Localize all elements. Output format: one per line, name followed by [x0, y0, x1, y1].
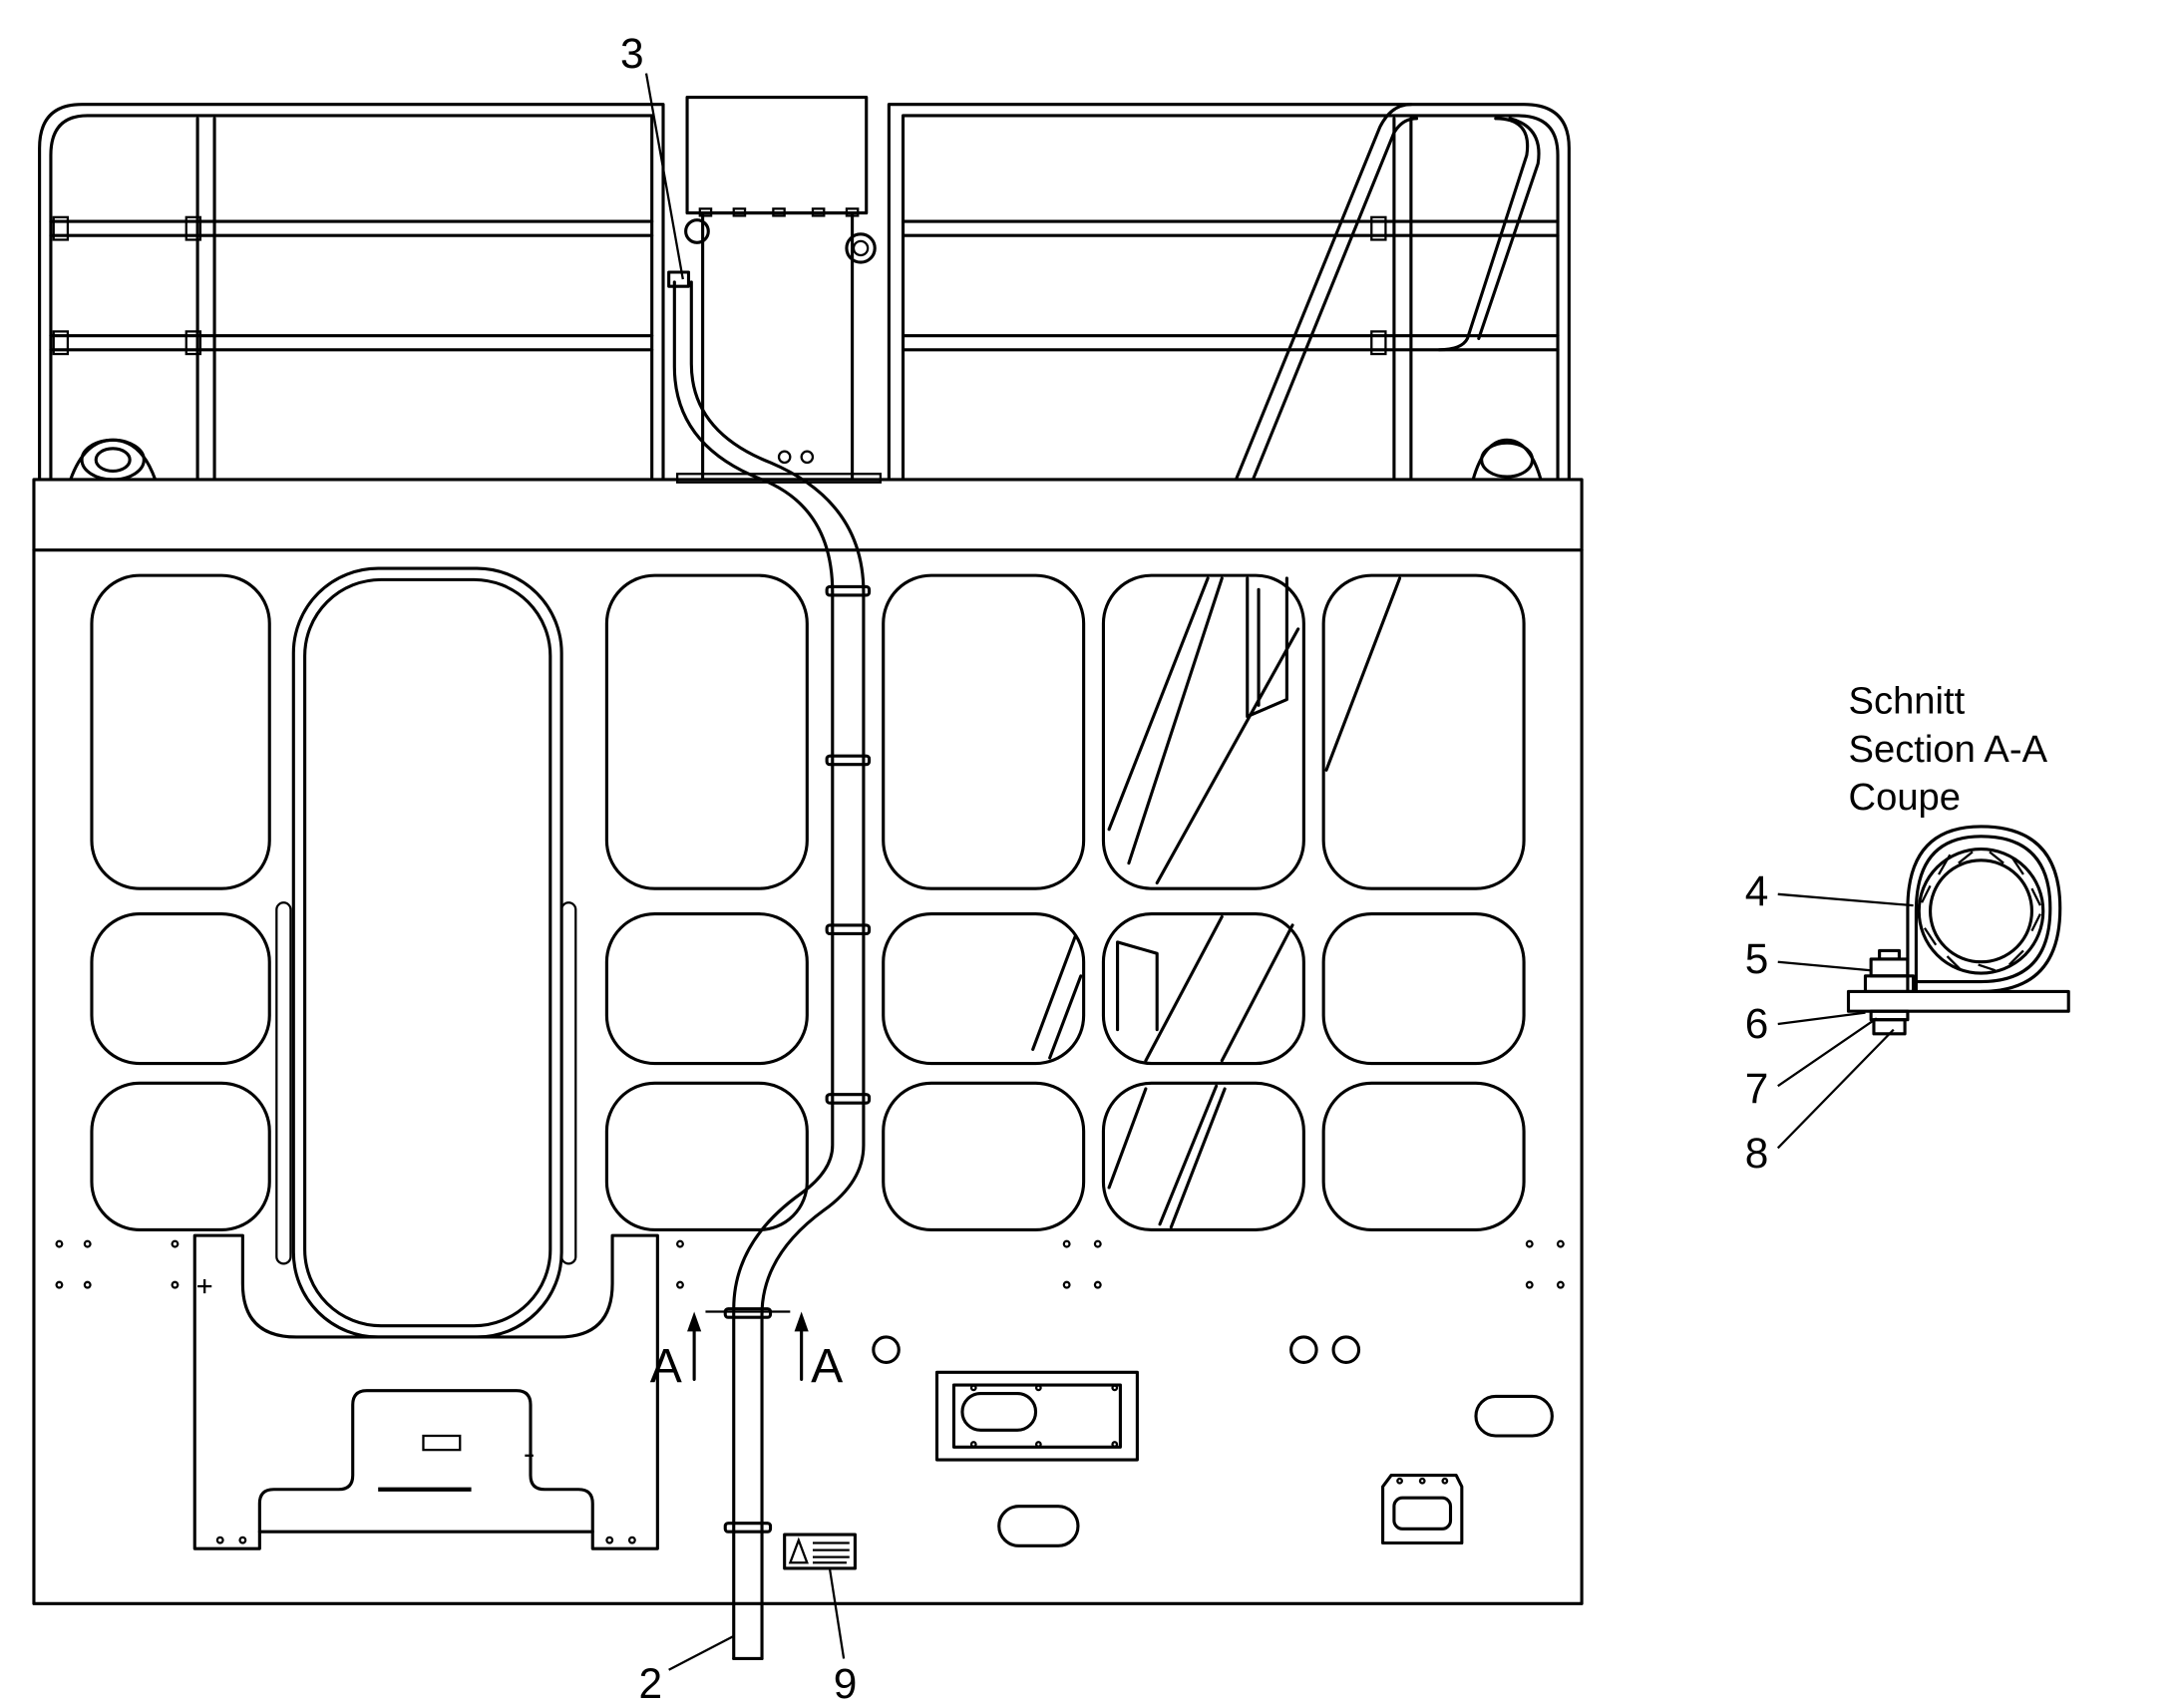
section-marker [687, 1311, 809, 1381]
callout-8: 8 [1745, 1130, 1769, 1177]
main-panel [32, 478, 1584, 1605]
section-title-line1: Schnitt [1849, 680, 1966, 723]
section-marker-left-label: A [650, 1339, 682, 1393]
hose [672, 280, 872, 1661]
section-title-line3: Coupe [1849, 776, 1962, 819]
callout-4: 4 [1745, 867, 1769, 914]
callout-2: 2 [638, 1660, 662, 1707]
callout-5: 5 [1745, 935, 1769, 982]
callout-9: 9 [834, 1660, 858, 1707]
section-title-line2: Section A-A [1849, 728, 2048, 771]
callout-6: 6 [1745, 1000, 1769, 1047]
callout-7: 7 [1745, 1065, 1769, 1112]
section-detail [1846, 825, 2070, 1036]
callout-3: 3 [620, 30, 644, 77]
top-railing [38, 96, 1571, 484]
section-marker-right-label: A [811, 1339, 843, 1393]
leader-lines [644, 73, 1914, 1671]
